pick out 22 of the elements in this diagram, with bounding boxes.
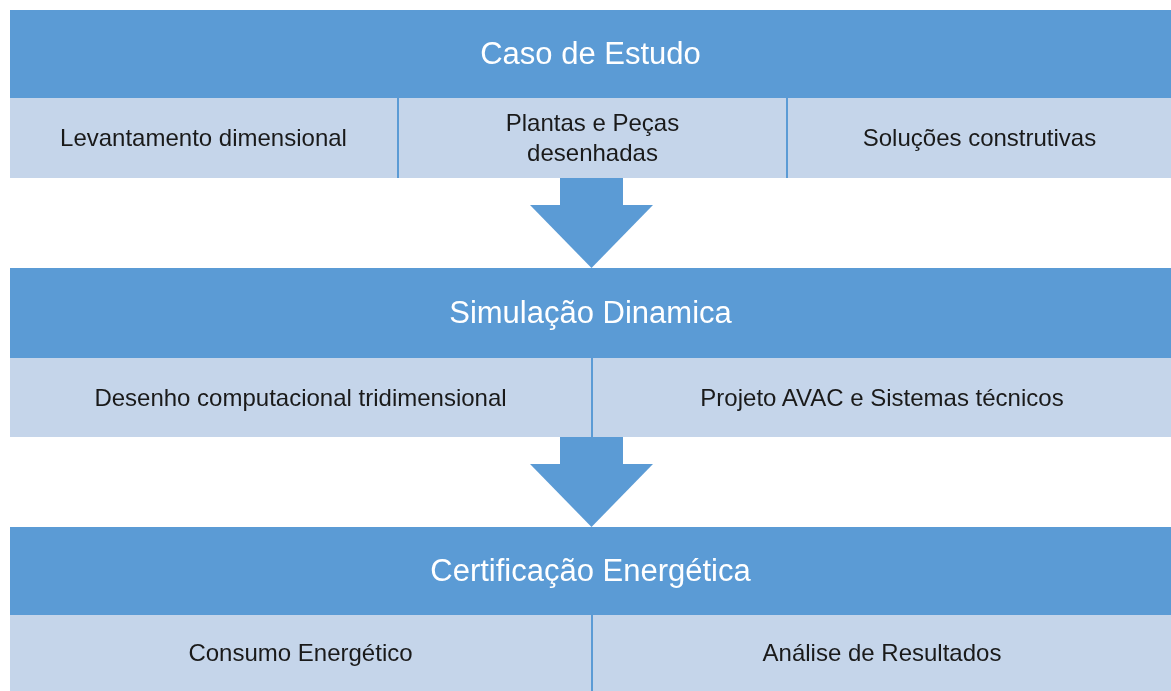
category-panel [10,358,591,437]
block-arrow [530,437,653,527]
category-label: Análise de Resultados [762,638,1002,668]
section-panel [10,268,1171,437]
category-panel [10,98,397,178]
category-label: Plantas e Peças desenhadas [504,108,681,168]
category-label: Consumo Energético [188,638,413,668]
section-title: Certificação Energética [429,552,752,590]
section-title: Simulação Dinamica [448,294,733,332]
section-panel [10,10,1171,178]
section-panel [10,527,1171,691]
category-label: Soluções construtivas [862,123,1097,153]
section-title: Caso de Estudo [479,35,702,73]
category-panel [593,358,1171,437]
category-panel [10,615,591,691]
category-label: Levantamento dimensional [60,123,347,153]
category-panel [593,615,1171,691]
block-arrow [530,178,653,268]
category-label: Projeto AVAC e Sistemas técnicos [700,382,1064,413]
category-panel [788,98,1171,178]
category-label: Desenho computacional tridimensional [94,382,507,413]
category-panel [399,98,786,178]
